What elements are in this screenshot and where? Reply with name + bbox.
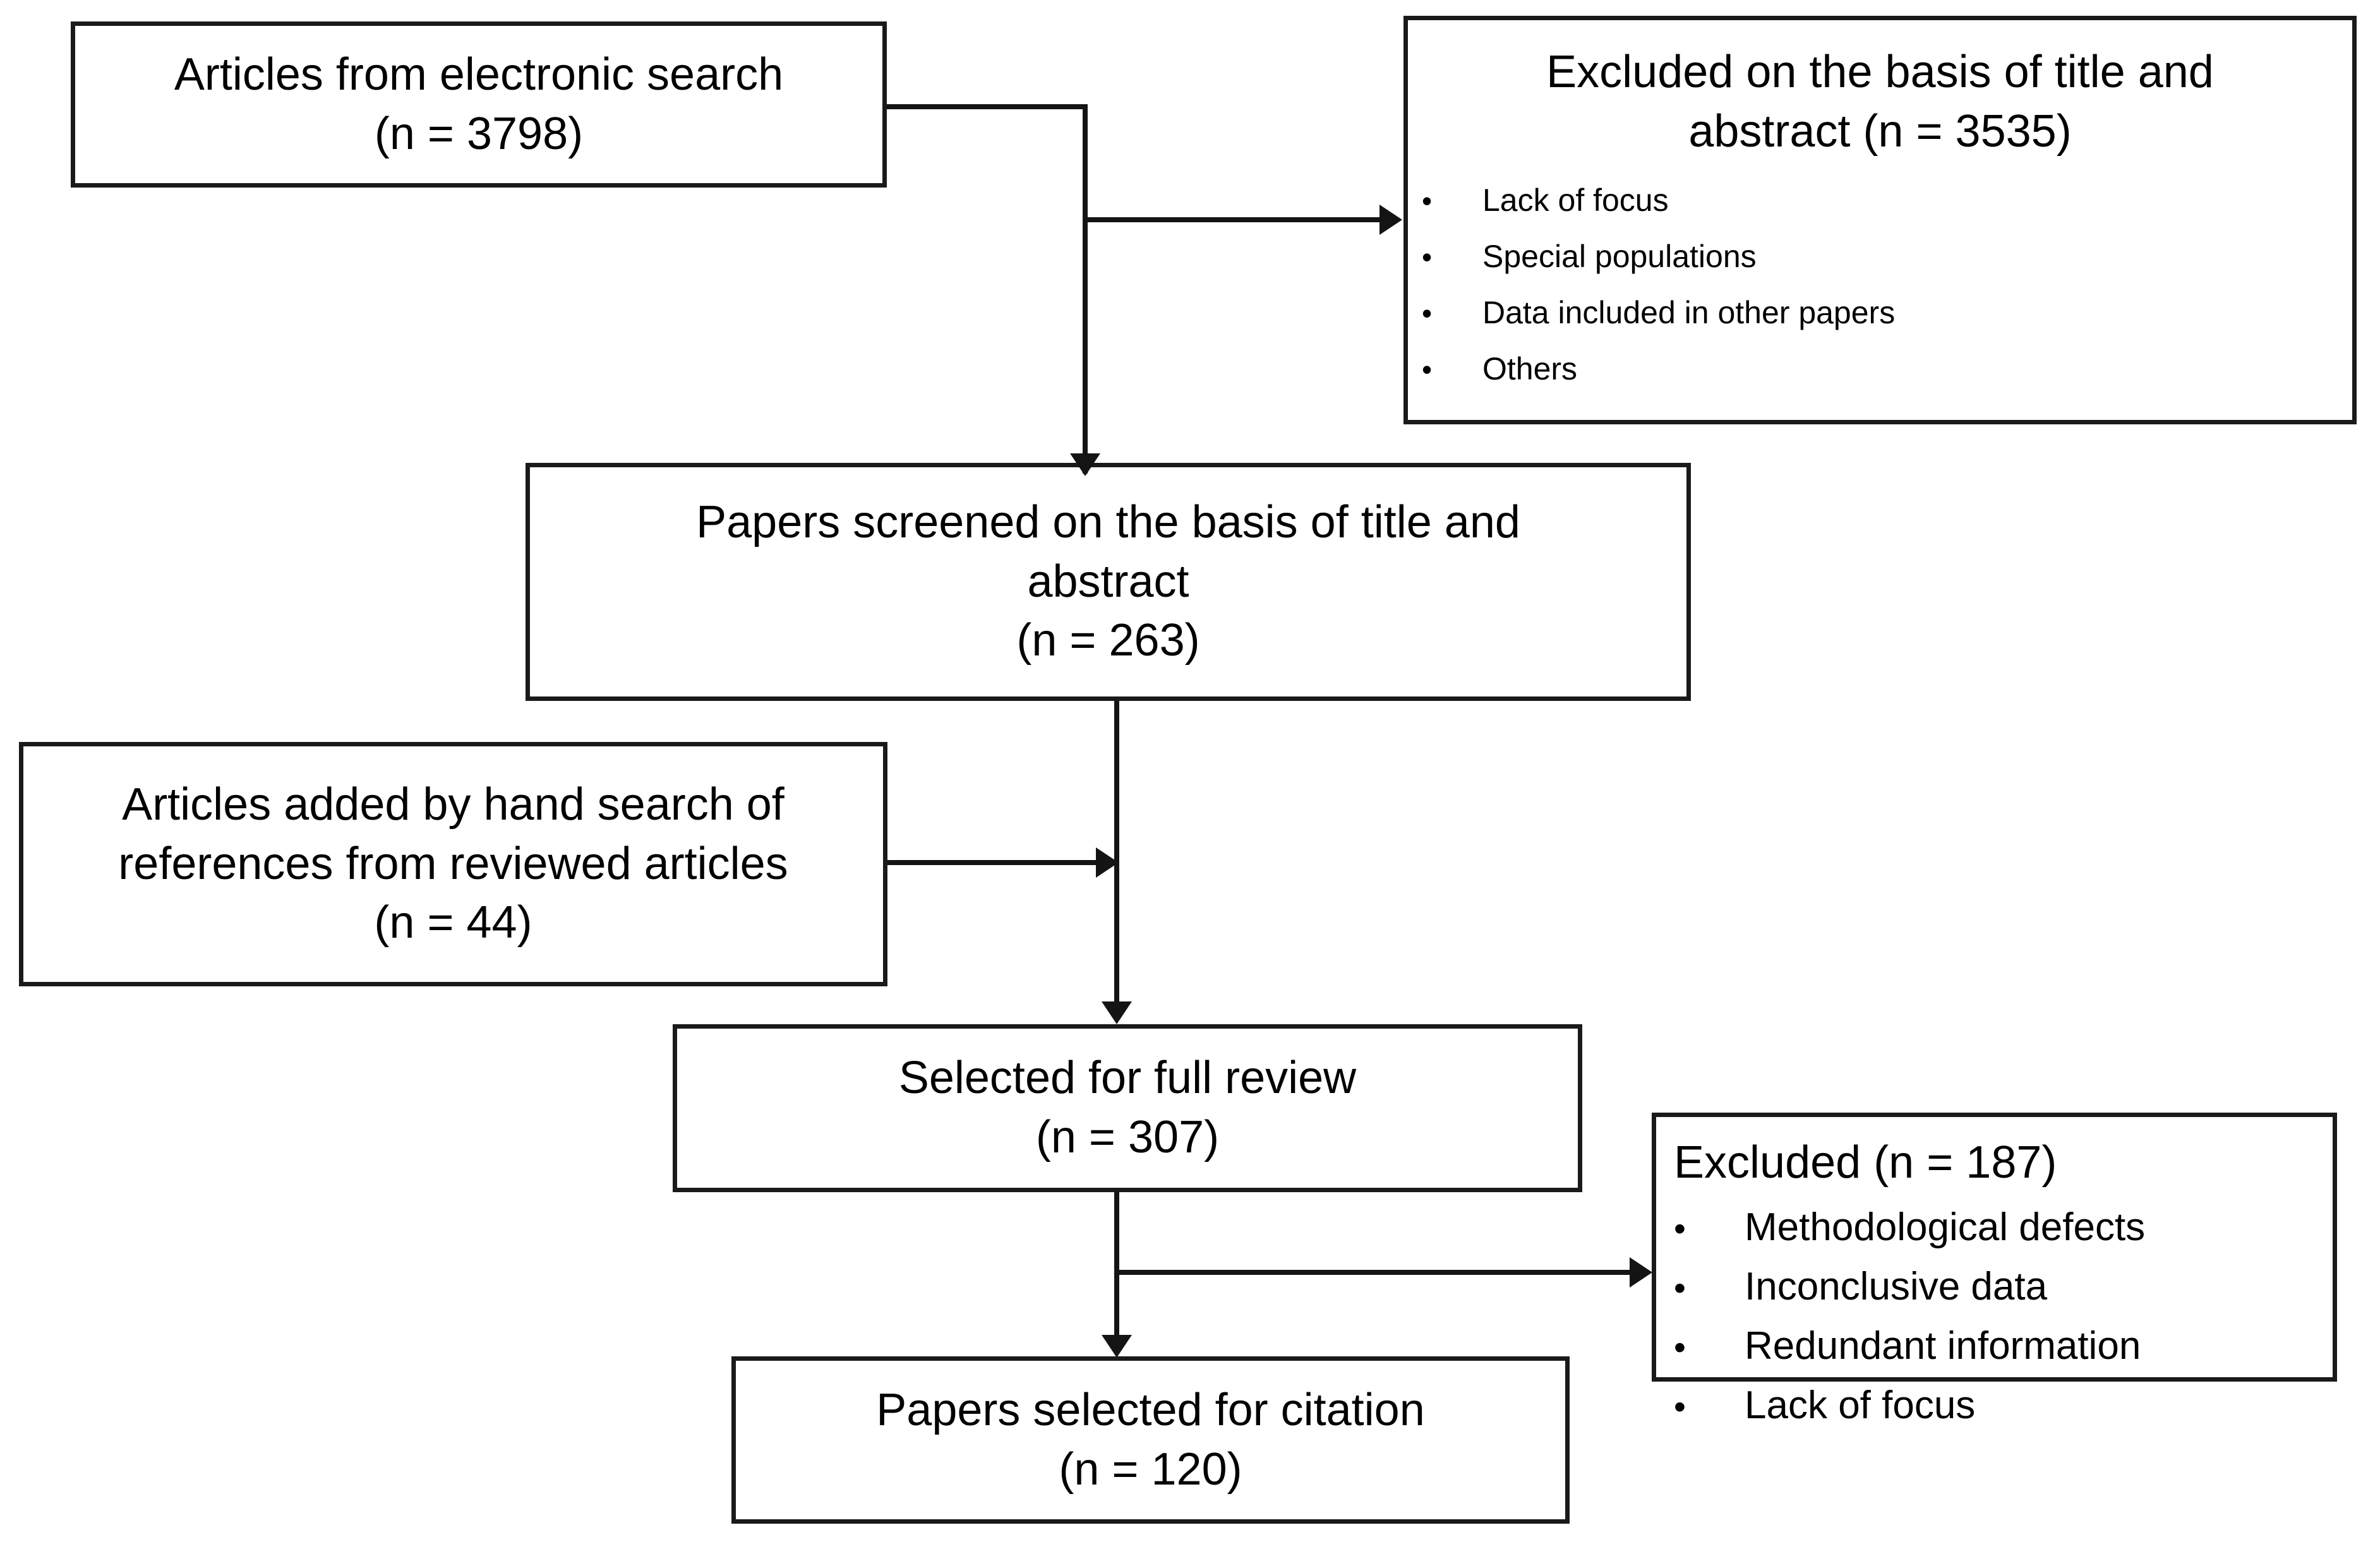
node-selected-for-full-review: Selected for full review (n = 307) bbox=[673, 1024, 1582, 1192]
node-papers-selected-for-citation: Papers selected for citation (n = 120) bbox=[731, 1356, 1570, 1524]
node-papers-screened: Papers screened on the basis of title an… bbox=[526, 463, 1691, 701]
node-papers-selected-for-citation-line2: (n = 120) bbox=[1059, 1443, 1242, 1495]
list-item: • Special populations bbox=[1422, 229, 2338, 285]
connector-trunk-to-excluded-title-abstract bbox=[1083, 217, 1379, 222]
connector-selected-to-citation bbox=[1114, 1192, 1119, 1344]
connector-hand-search-to-trunk bbox=[887, 860, 1096, 865]
node-papers-selected-for-citation-line1: Papers selected for citation bbox=[876, 1384, 1425, 1435]
bullet-icon: • bbox=[1422, 297, 1433, 330]
list-item-label: Special populations bbox=[1482, 239, 1757, 275]
node-selected-for-full-review-line1: Selected for full review bbox=[898, 1053, 1357, 1104]
list-item: • Lack of focus bbox=[1674, 1376, 2321, 1435]
bullet-icon: • bbox=[1422, 184, 1433, 218]
bullet-icon: • bbox=[1674, 1269, 1686, 1307]
node-papers-screened-line3: (n = 263) bbox=[1016, 615, 1200, 666]
list-item: • Data included in other papers bbox=[1422, 285, 2338, 341]
arrowhead-to-papers-selected-for-citation bbox=[1102, 1335, 1132, 1358]
node-hand-search-articles-line2: references from reviewed articles bbox=[118, 838, 788, 889]
arrowhead-hand-search-to-trunk bbox=[1096, 847, 1119, 878]
arrowhead-to-selected-for-full-review bbox=[1102, 1001, 1132, 1024]
node-articles-from-electronic-search-line2: (n = 3798) bbox=[374, 108, 584, 159]
node-hand-search-articles: Articles added by hand search of referen… bbox=[19, 742, 887, 986]
list-item-label: Redundant information bbox=[1745, 1324, 2141, 1368]
node-excluded-full-review: Excluded (n = 187) • Methodological defe… bbox=[1652, 1113, 2337, 1427]
list-item: • Lack of focus bbox=[1422, 172, 2338, 229]
bullet-icon: • bbox=[1422, 241, 1433, 274]
node-papers-screened-line2: abstract bbox=[1027, 556, 1189, 607]
node-hand-search-articles-line3: (n = 44) bbox=[374, 897, 532, 948]
bullet-icon: • bbox=[1422, 353, 1433, 386]
node-selected-for-full-review-line2: (n = 307) bbox=[1035, 1112, 1220, 1162]
bullet-icon: • bbox=[1674, 1388, 1686, 1426]
node-excluded-title-abstract-heading-line1: Excluded on the basis of title and bbox=[1546, 47, 2214, 97]
connector-electronic-search-to-trunk bbox=[887, 104, 1088, 109]
node-articles-from-electronic-search-line1: Articles from electronic search bbox=[174, 49, 784, 100]
list-item-label: Others bbox=[1482, 351, 1578, 387]
list-item-label: Data included in other papers bbox=[1482, 295, 1896, 331]
node-excluded-full-review-heading: Excluded (n = 187) bbox=[1674, 1137, 2057, 1188]
list-item: • Methodological defects bbox=[1674, 1198, 2321, 1257]
connector-trunk-top bbox=[1083, 104, 1088, 474]
list-item-label: Lack of focus bbox=[1482, 182, 1669, 218]
connector-trunk-to-excluded-full-review bbox=[1114, 1270, 1630, 1275]
node-excluded-full-review-bullet-list: • Methodological defects • Inconclusive … bbox=[1674, 1198, 2321, 1436]
node-hand-search-articles-line1: Articles added by hand search of bbox=[122, 779, 784, 830]
arrowhead-to-papers-screened bbox=[1070, 453, 1100, 476]
list-item: • Redundant information bbox=[1674, 1317, 2321, 1376]
list-item: • Inconclusive data bbox=[1674, 1257, 2321, 1317]
node-papers-screened-line1: Papers screened on the basis of title an… bbox=[696, 497, 1520, 548]
arrowhead-to-excluded-full-review bbox=[1630, 1257, 1652, 1288]
arrowhead-to-excluded-title-abstract bbox=[1379, 205, 1402, 235]
node-excluded-title-abstract: Excluded on the basis of title and abstr… bbox=[1403, 16, 2357, 424]
bullet-icon: • bbox=[1674, 1329, 1686, 1367]
node-excluded-title-abstract-bullet-list: • Lack of focus • Special populations • … bbox=[1422, 172, 2338, 397]
list-item: • Others bbox=[1422, 341, 2338, 397]
list-item-label: Inconclusive data bbox=[1745, 1264, 2048, 1308]
node-excluded-title-abstract-heading-line2: abstract (n = 3535) bbox=[1688, 105, 2072, 157]
list-item-label: Methodological defects bbox=[1745, 1205, 2146, 1249]
node-articles-from-electronic-search: Articles from electronic search (n = 379… bbox=[71, 21, 887, 188]
bullet-icon: • bbox=[1674, 1209, 1686, 1248]
list-item-label: Lack of focus bbox=[1745, 1384, 1976, 1428]
